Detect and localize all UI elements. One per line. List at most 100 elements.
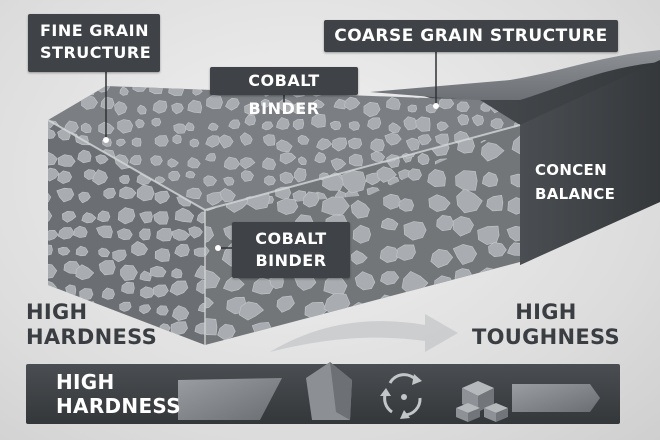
grain bbox=[48, 263, 58, 280]
grain bbox=[139, 270, 152, 282]
grain bbox=[383, 193, 402, 210]
grain bbox=[206, 191, 224, 206]
grain bbox=[380, 271, 400, 286]
label-concept-balance-line2: BALANCE bbox=[535, 185, 616, 203]
grain bbox=[351, 302, 371, 318]
grain bbox=[507, 242, 520, 256]
grain bbox=[75, 245, 89, 257]
grain bbox=[154, 135, 169, 147]
grain bbox=[79, 288, 94, 301]
grain bbox=[81, 212, 97, 224]
grain bbox=[100, 96, 115, 110]
grain bbox=[403, 221, 427, 241]
grain bbox=[505, 274, 520, 291]
callout-fine-grain-line2: STRUCTURE bbox=[40, 43, 152, 62]
grain bbox=[316, 138, 333, 151]
grain bbox=[168, 86, 184, 96]
callout-fine-grain-line1: FINE GRAIN bbox=[40, 21, 149, 40]
grain bbox=[154, 190, 170, 204]
grain bbox=[96, 225, 113, 239]
grain bbox=[292, 119, 305, 131]
grain bbox=[139, 304, 152, 315]
grain bbox=[65, 284, 77, 295]
grain bbox=[84, 86, 96, 96]
grain bbox=[228, 119, 241, 130]
grain bbox=[415, 116, 431, 132]
grain bbox=[225, 98, 240, 111]
grain bbox=[194, 265, 205, 279]
grain bbox=[174, 207, 194, 223]
grain bbox=[95, 154, 109, 165]
grain bbox=[48, 86, 51, 97]
grain bbox=[60, 97, 74, 108]
grain bbox=[417, 153, 430, 166]
grain bbox=[239, 132, 253, 146]
grain bbox=[507, 197, 520, 215]
grain bbox=[170, 321, 188, 335]
grain bbox=[48, 151, 58, 166]
grain bbox=[480, 142, 505, 162]
grain bbox=[418, 86, 429, 89]
grain bbox=[56, 187, 75, 203]
label-concept-balance-line1: CONCEN bbox=[535, 161, 607, 179]
grain bbox=[276, 139, 293, 153]
grain bbox=[436, 215, 454, 231]
grain bbox=[312, 99, 325, 109]
grain bbox=[48, 129, 56, 139]
label-high-hardness-line1: HIGH bbox=[26, 300, 88, 324]
grain bbox=[456, 101, 470, 112]
grain bbox=[48, 230, 59, 241]
grain bbox=[97, 210, 111, 222]
grain bbox=[363, 102, 381, 118]
grain bbox=[57, 170, 72, 184]
label-concept-balance: CONCEN BALANCE bbox=[535, 158, 615, 206]
grain bbox=[61, 86, 77, 97]
grain bbox=[137, 104, 147, 115]
grain bbox=[323, 273, 348, 295]
blade-icon bbox=[178, 378, 282, 420]
grain bbox=[330, 158, 347, 171]
grain bbox=[92, 169, 108, 186]
grain bbox=[150, 155, 163, 166]
grain bbox=[311, 113, 326, 128]
grain bbox=[119, 301, 132, 312]
callout-fine-grain: FINE GRAIN STRUCTURE bbox=[28, 14, 160, 72]
grain bbox=[278, 98, 295, 112]
grain bbox=[407, 104, 418, 113]
grain bbox=[279, 171, 294, 184]
callout-cobalt-binder-top-text: COBALT BINDER bbox=[248, 71, 320, 118]
grain bbox=[139, 228, 151, 241]
grain bbox=[193, 247, 205, 257]
grain bbox=[172, 134, 182, 145]
grain bbox=[430, 249, 454, 269]
grain bbox=[120, 264, 138, 281]
arrow-bar-icon bbox=[512, 384, 600, 412]
grain bbox=[203, 175, 217, 187]
grain bbox=[149, 86, 163, 95]
grain bbox=[154, 176, 166, 184]
grain bbox=[139, 211, 153, 224]
callout-coarse-grain-text: COARSE GRAIN STRUCTURE bbox=[334, 26, 608, 46]
grain bbox=[262, 134, 276, 146]
legend-bar-label: HIGH HARDNESS bbox=[56, 370, 181, 418]
grain bbox=[241, 170, 254, 182]
grain bbox=[223, 176, 235, 186]
grain bbox=[98, 260, 116, 276]
grain bbox=[262, 157, 277, 170]
grain bbox=[276, 117, 290, 130]
grain bbox=[114, 101, 128, 116]
grain bbox=[452, 244, 478, 265]
grain bbox=[366, 86, 381, 92]
grain bbox=[112, 249, 127, 263]
grain bbox=[279, 152, 297, 165]
callout-cobalt-binder-side-line2: BINDER bbox=[255, 251, 327, 270]
grain bbox=[205, 318, 218, 336]
grain bbox=[171, 102, 184, 115]
grain bbox=[48, 244, 53, 256]
callout-cobalt-binder-side-line1: COBALT bbox=[255, 229, 327, 248]
grain bbox=[153, 211, 169, 225]
grain bbox=[154, 248, 171, 262]
grain bbox=[384, 133, 402, 146]
grain bbox=[168, 171, 181, 182]
grain bbox=[80, 122, 92, 134]
